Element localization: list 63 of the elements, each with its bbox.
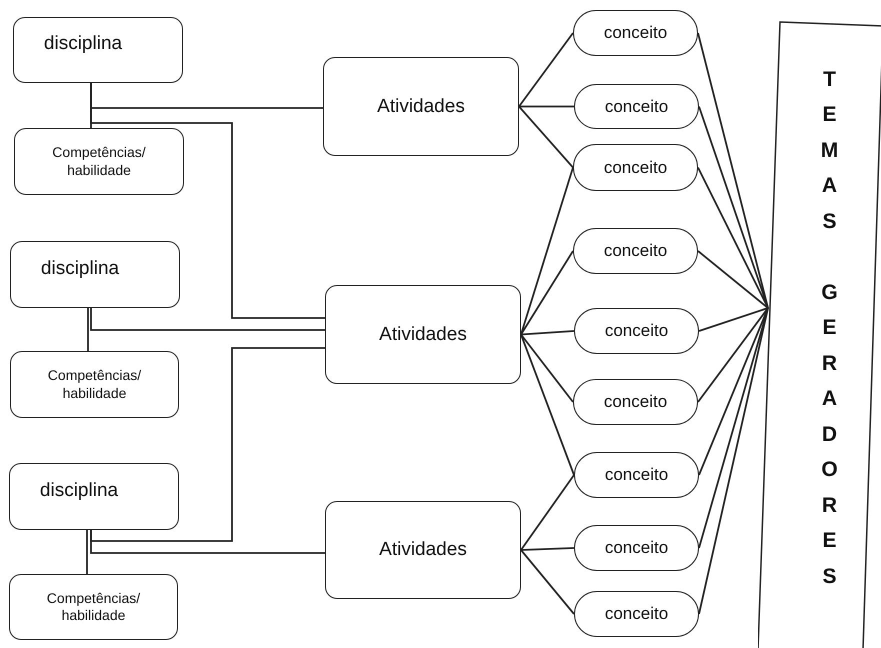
- concept-pill: [573, 228, 698, 274]
- connector-line: [90, 347, 325, 542]
- connector-line: [518, 32, 574, 108]
- themes-panel: [758, 20, 881, 648]
- connector-line: [519, 106, 574, 108]
- node-label: Atividades: [377, 94, 465, 118]
- competence-box: [9, 574, 178, 640]
- connector-line: [698, 106, 769, 308]
- connector-line: [520, 334, 575, 476]
- connector-line: [697, 32, 769, 308]
- connector-line: [520, 474, 575, 551]
- connector-line: [520, 250, 574, 335]
- concept-pill: [573, 379, 698, 425]
- node-label: Competências/ habilidade: [51, 144, 147, 179]
- node-label: disciplina: [40, 256, 120, 280]
- connector-line: [86, 530, 88, 574]
- connector-line: [520, 330, 574, 336]
- concept-pill: [573, 144, 698, 191]
- concept-pill: [574, 525, 699, 571]
- node-label: Competências/ habilidade: [46, 367, 142, 402]
- connector-line: [90, 308, 325, 331]
- competence-box: [10, 351, 179, 418]
- node-label: conceito: [604, 156, 668, 178]
- connector-line: [698, 307, 768, 332]
- node-label: Competências/ habilidade: [46, 590, 142, 624]
- node-label: conceito: [604, 603, 668, 625]
- concept-pill: [574, 591, 699, 637]
- concept-pill: [574, 308, 699, 354]
- connector-line: [520, 334, 574, 403]
- connector-line: [698, 308, 769, 548]
- connector-line: [90, 83, 325, 319]
- concept-pill: [574, 452, 699, 498]
- competence-box: [14, 128, 184, 195]
- node-label: conceito: [604, 22, 668, 44]
- node-label: disciplina: [44, 32, 122, 56]
- connector-line: [520, 547, 574, 551]
- connector-line: [90, 530, 325, 554]
- node-label: conceito: [604, 464, 668, 486]
- node-label: Atividades: [379, 322, 467, 346]
- connector-line: [520, 167, 574, 335]
- activity-box: [325, 285, 521, 384]
- discipline-box: [10, 241, 180, 308]
- vertical-title: TEMAS GERADORES: [820, 66, 840, 590]
- discipline-box: [13, 17, 183, 83]
- node-label: conceito: [604, 391, 668, 413]
- concept-pill: [573, 10, 698, 56]
- connector-line: [518, 106, 574, 168]
- concept-pill: [574, 84, 699, 129]
- connector-line: [520, 549, 575, 615]
- node-label: conceito: [604, 240, 668, 262]
- connector-line: [87, 308, 89, 351]
- node-label: conceito: [604, 320, 668, 342]
- activity-box: [325, 501, 521, 599]
- connector-line: [697, 307, 769, 403]
- connector-line: [697, 250, 769, 309]
- node-label: conceito: [604, 537, 668, 559]
- activity-box: [323, 57, 519, 156]
- connector-line: [697, 167, 769, 308]
- node-label: disciplina: [40, 478, 118, 502]
- discipline-box: [9, 463, 179, 530]
- node-label: conceito: [604, 96, 668, 118]
- connector-line: [698, 308, 769, 614]
- node-label: Atividades: [379, 538, 467, 562]
